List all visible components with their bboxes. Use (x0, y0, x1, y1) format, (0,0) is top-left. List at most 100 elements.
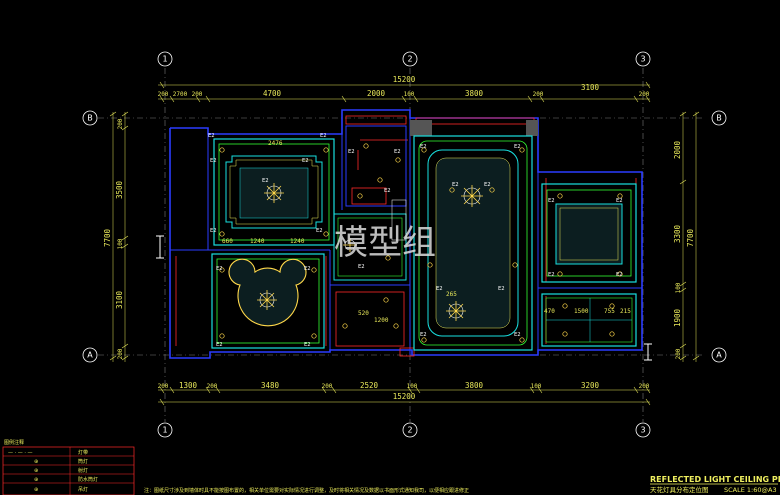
fixture-tag: E2 (420, 144, 427, 150)
fixture-tag: E2 (420, 332, 427, 338)
grid-bubble-right-b (711, 110, 727, 126)
room-3-ceiling (413, 135, 533, 351)
dim-left-seg-4: 200 (117, 348, 124, 359)
grid-bubble-left-a (82, 347, 98, 363)
drawing-title: REFLECTED LIGHT CEILING PLAN (650, 475, 780, 484)
dim-top-total: 15200 (393, 75, 416, 84)
room-2-ceiling (211, 253, 325, 349)
room-dim: 755 (604, 308, 615, 315)
downlights (219, 143, 623, 343)
fixture-tag: E2 (514, 332, 521, 338)
fixture-tag: E2 (616, 272, 623, 278)
section-markers (156, 235, 652, 361)
dim-top-seg-0: 200 (158, 91, 169, 98)
column-block-2 (526, 120, 538, 136)
fixture-tag: E2 (216, 266, 223, 272)
fixture-tag: E2 (452, 182, 459, 188)
exterior-walls (169, 109, 643, 359)
dim-left-seg-0: 200 (117, 118, 124, 129)
fixture-tag: E2 (304, 342, 311, 348)
pendant-lamp-room-3 (461, 185, 483, 207)
legend-text: 防水筒灯 (78, 476, 98, 483)
grid-bubble-top-1 (157, 51, 173, 67)
legend-text: 射灯 (78, 467, 88, 474)
grid-bubble-bottom-1 (157, 422, 173, 438)
grid-bubble-bottom-3 (635, 422, 651, 438)
fixture-tag: E2 (548, 198, 555, 204)
room-4-ceiling (541, 183, 637, 283)
legend: 图例注释 — · — · — 灯带 ⊕ 筒灯 ⊕ 射灯 ⊕ 防水筒灯 ⊕ 吊灯 (2, 439, 135, 495)
pendant-lamp-room-2 (257, 290, 277, 310)
grid-label-right-b: B (716, 114, 722, 123)
dim-right-seg-3: 1900 (673, 308, 682, 327)
legend-symbol: ⊕ (34, 468, 38, 474)
room-dim: 520 (358, 310, 369, 317)
grid-bubble-top-2 (402, 51, 418, 67)
dimension-ticks (109, 81, 700, 406)
grid-bubble-left-b (82, 110, 98, 126)
grid-label-top-3: 3 (640, 55, 645, 64)
fixture-tag: E2 (514, 144, 521, 150)
dim-bottom-seg-10: 200 (639, 383, 650, 390)
fixture-tag: E2 (210, 228, 217, 234)
drawing-note: 注：图纸尺寸涉及到墙体时具不能按图布置的，相关单位需要对实际情况进行调整，及时将… (144, 487, 469, 494)
legend-title: 图例注释 (4, 439, 24, 446)
fixture-tag: E2 (358, 264, 365, 270)
dim-right-total: 7700 (686, 228, 695, 247)
watermark-text: 模型组 (334, 223, 436, 263)
grid-bubble-bottom-2 (402, 422, 418, 438)
dim-bottom-seg-7: 3800 (465, 381, 484, 390)
grid-bubbles (82, 51, 727, 438)
fixture-tag: E2 (302, 158, 309, 164)
room-dim: 1500 (574, 308, 589, 315)
fixture-tag: E2 (262, 178, 269, 184)
grid-label-top-2: 2 (407, 55, 412, 64)
fixture-tag: E2 (616, 198, 623, 204)
fixture-tag: E2 (348, 149, 355, 155)
room-dim: 265 (446, 291, 457, 298)
interior-walls (170, 118, 642, 355)
pendant-lamp-room-1 (264, 183, 284, 203)
fixture-tag: E2 (384, 188, 391, 194)
room-dim: 470 (544, 308, 555, 315)
dim-bottom-seg-3: 3480 (261, 381, 280, 390)
legend-text: 灯带 (78, 449, 88, 456)
grid-label-left-a: A (87, 351, 93, 360)
dim-left-seg-3: 3100 (115, 290, 124, 309)
grid-label-left-b: B (87, 114, 93, 123)
legend-symbol: ⊕ (34, 477, 38, 483)
pendant-lamp-room-3b (446, 301, 466, 321)
fixture-tag: E2 (320, 133, 327, 139)
dim-top-seg-6: 3800 (465, 89, 484, 98)
dim-right-seg-4: 200 (675, 348, 682, 359)
fixture-tag: E2 (216, 342, 223, 348)
dim-bottom-seg-4: 200 (322, 383, 333, 390)
room-dim: 1240 (250, 238, 265, 245)
fixture-tag: E2 (394, 149, 401, 155)
room-dim: 660 (222, 238, 233, 245)
grid-label-bottom-3: 3 (640, 426, 645, 435)
legend-symbol: — · — · — (8, 450, 33, 456)
fixture-tag: E2 (304, 266, 311, 272)
fixture-tag: E2 (210, 158, 217, 164)
corridor-ceiling (333, 125, 407, 281)
grid-label-bottom-1: 1 (162, 426, 167, 435)
dim-bottom-total: 15200 (393, 392, 416, 401)
dim-top-seg-1: 2700 (173, 91, 188, 98)
grid-bubble-right-a (711, 347, 727, 363)
grid-label-bottom-2: 2 (407, 426, 412, 435)
dim-bottom-seg-9: 3200 (581, 381, 600, 390)
legend-symbol: ⊕ (34, 459, 38, 465)
dim-top-seg-5: 100 (404, 91, 415, 98)
room-5-ceiling (541, 293, 637, 347)
fixture-tag: E2 (436, 286, 443, 292)
room-dim: 1240 (290, 238, 305, 245)
dim-top-seg-9: 200 (639, 91, 650, 98)
dim-top-seg-7: 200 (533, 91, 544, 98)
pendant-lamp-corridor (343, 238, 357, 252)
legend-text: 吊灯 (78, 486, 88, 493)
dim-bottom-seg-0: 200 (158, 383, 169, 390)
legend-symbol: ⊕ (34, 487, 38, 493)
dim-top-seg-3: 4700 (263, 89, 282, 98)
